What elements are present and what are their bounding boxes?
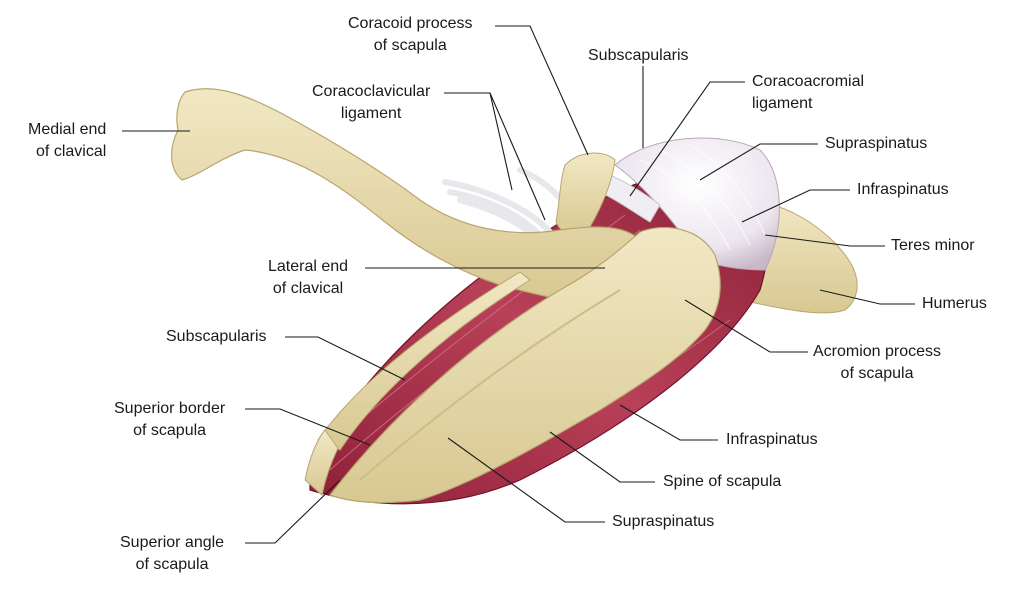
label-coracoacromial-ligament: Coracoacromial ligament xyxy=(752,73,865,112)
label-coracoid-process: Coracoid process of scapula xyxy=(348,15,473,54)
label-infraspinatus-top: Infraspinatus xyxy=(857,181,949,198)
label-medial-end-clavicle: Medial end of clavical xyxy=(28,121,107,160)
superior-border-shape xyxy=(317,271,531,451)
label-subscapularis-left: Subscapularis xyxy=(166,328,267,345)
label-spine-of-scapula: Spine of scapula xyxy=(663,473,782,490)
leader-lines xyxy=(122,25,915,544)
rotator-cuff-cap xyxy=(614,137,780,271)
label-lateral-end-clavicle: Lateral end of clavical xyxy=(268,258,349,297)
label-supraspinatus-top: Supraspinatus xyxy=(825,135,928,152)
label-superior-angle: Superior angle of scapula xyxy=(120,534,225,573)
superior-angle-shape xyxy=(304,429,339,496)
label-infraspinatus-bottom: Infraspinatus xyxy=(726,431,818,448)
label-acromion-process: Acromion process of scapula xyxy=(813,343,942,382)
label-superior-border: Superior border of scapula xyxy=(114,400,226,439)
label-teres-minor: Teres minor xyxy=(891,237,975,254)
label-subscapularis-top: Subscapularis xyxy=(588,47,689,64)
scapular-spine-shape xyxy=(329,226,721,504)
label-supraspinatus-bottom: Supraspinatus xyxy=(612,513,715,530)
label-humerus: Humerus xyxy=(922,295,987,312)
label-coracoclavicular-ligament: Coracoclavicular ligament xyxy=(312,83,431,122)
